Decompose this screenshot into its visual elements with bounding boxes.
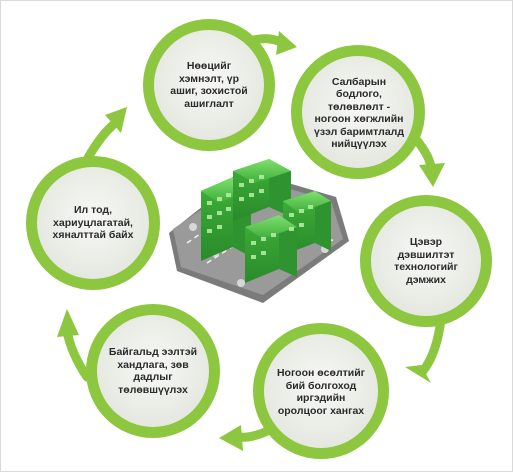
- node-5-ring: [86, 304, 220, 438]
- node-2-label: Салбарын бодлого, төлөвлөлт - ногоон хөг…: [314, 75, 404, 151]
- arrow-left-lower-head: [57, 309, 79, 337]
- node-3-ring: [360, 195, 492, 327]
- node-4-label: Ногоон өсөлтийг бий болгоход иргэдийн ор…: [276, 367, 366, 417]
- arrow-bottom-head: [219, 425, 243, 451]
- node-3-label: Цэвэр дэвшилтэт технологийг дэмжих: [394, 236, 458, 286]
- building-top: [233, 159, 291, 221]
- node-1-label: Нөөцийг хэмнэлт, үр ашиг, зохистой ашигл…: [170, 60, 248, 110]
- node-6-ring: [26, 156, 160, 290]
- arrow-left-upper-head: [105, 107, 127, 133]
- building-windows: [207, 175, 313, 259]
- node-2-ring: [291, 45, 425, 179]
- arrow-left-lower: [62, 326, 92, 382]
- arrow-top-head: [276, 31, 297, 55]
- node-4-ring: [253, 323, 389, 459]
- arrow-right-upper-head: [419, 163, 445, 187]
- node-5-label: Байгальд ээлтэй хандлага, зөв дадлыг төл…: [108, 346, 198, 396]
- building-right: [283, 191, 331, 255]
- green-city-recycle-icon: [169, 159, 349, 303]
- node-1-ring: [143, 19, 275, 151]
- node-6-label: Ил тод, хариуцлагатай, хяналттай байх: [52, 204, 134, 242]
- arrow-right-lower-head: [405, 365, 431, 383]
- cycle-nodes: [26, 19, 492, 459]
